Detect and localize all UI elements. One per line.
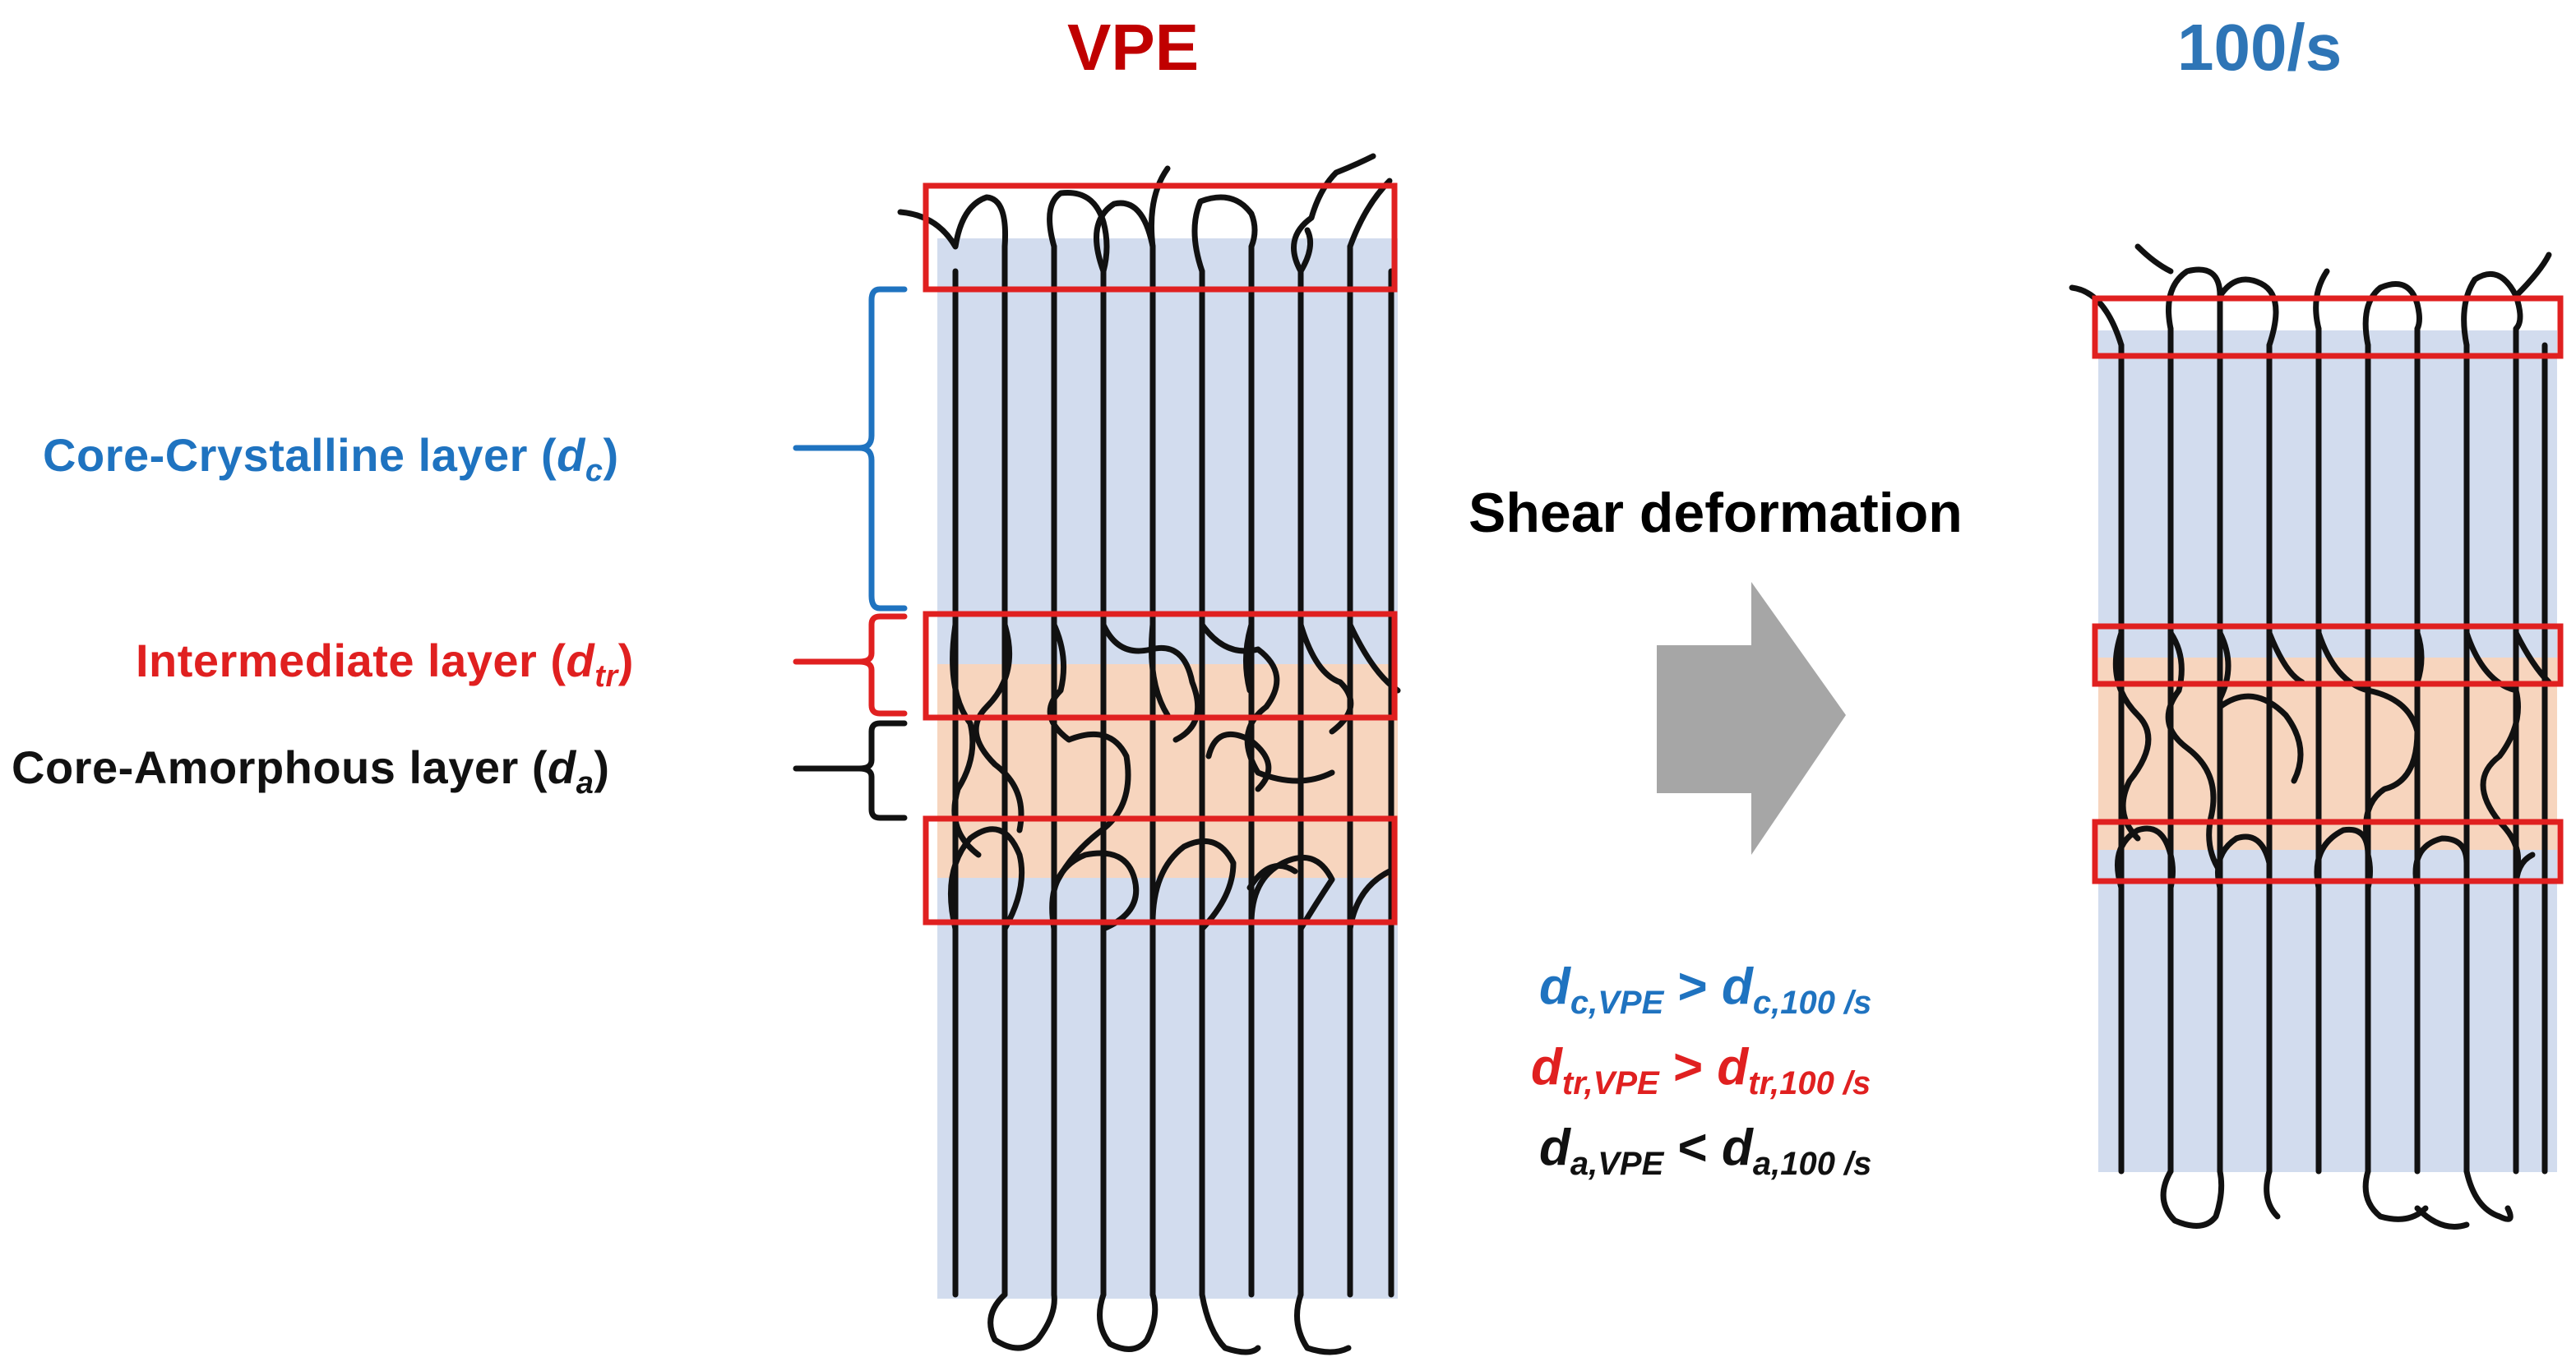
sheared-lower-intermediate-box — [2092, 819, 2564, 884]
sheared-intermediate-box — [2092, 623, 2564, 687]
relation-rhs-sub: c,100 /s — [1752, 985, 1872, 1021]
amorphous-layer-text: Core-Amorphous layer ( — [12, 741, 548, 793]
relation-lhs-var: d — [1539, 1119, 1570, 1176]
vpe-lamella — [897, 153, 1401, 1355]
amorphous-layer-sub: a — [576, 766, 594, 801]
relation-rhs-sub: a,100 /s — [1752, 1146, 1872, 1182]
relation-lhs-sub: c,VPE — [1570, 985, 1664, 1021]
vpe-upper-crystal-region — [937, 238, 1398, 666]
sheared-lamella — [2069, 243, 2564, 1230]
intermediate-thickness-relation: dtr,VPE > dtr,100 /s — [1531, 1039, 1871, 1101]
relation-operator: > — [1672, 1039, 1704, 1096]
sheared-chain-folds — [2069, 243, 2552, 1230]
sheared-lower-crystal-region — [2098, 850, 2557, 1172]
shear-rate-title: 100/s — [2177, 11, 2342, 84]
relation-operator: > — [1677, 958, 1708, 1015]
vpe-top-interface-box — [923, 182, 1398, 293]
relation-rhs-var: d — [1717, 1039, 1749, 1096]
crystalline-layer-text: Core-Crystalline layer ( — [43, 429, 557, 481]
relation-lhs-sub: a,VPE — [1570, 1146, 1664, 1182]
intermediate-layer-var: d — [566, 635, 595, 686]
amorphous-layer-var: d — [548, 741, 576, 793]
amorphous-layer-close: ) — [594, 741, 610, 793]
crystalline-thickness-relation: dc,VPE > dc,100 /s — [1539, 962, 1872, 1021]
crystalline-bracket — [793, 286, 908, 612]
crystalline-layer-sub: c — [585, 454, 604, 489]
crystalline-layer-close: ) — [603, 429, 619, 481]
right-arrow-icon — [1657, 582, 1846, 855]
intermediate-layer-label: Intermediate layer (dtr) — [136, 635, 634, 695]
relation-lhs-var: d — [1531, 1039, 1562, 1096]
relation-lhs-var: d — [1539, 958, 1570, 1015]
relation-rhs-var: d — [1721, 958, 1753, 1015]
relation-lhs-sub: tr,VPE — [1561, 1065, 1659, 1101]
crystalline-layer-var: d — [557, 429, 585, 481]
intermediate-bracket — [793, 613, 908, 717]
crystalline-layer-label: Core-Crystalline layer (dc) — [43, 432, 619, 487]
sheared-upper-crystal-region — [2098, 330, 2557, 659]
amorphous-bracket — [793, 720, 908, 821]
shear-deformation-label: Shear deformation — [1468, 482, 1963, 544]
vpe-title: VPE — [1067, 11, 1200, 84]
intermediate-layer-text: Intermediate layer ( — [136, 635, 567, 686]
vpe-intermediate-box — [923, 611, 1398, 721]
layer-brackets — [793, 286, 908, 821]
vpe-interface-boxes — [923, 182, 1398, 926]
amorphous-layer-label: Core-Amorphous layer (da) — [12, 745, 610, 801]
relation-rhs-var: d — [1721, 1119, 1753, 1176]
vpe-lower-crystal-region — [937, 878, 1398, 1299]
relation-rhs-sub: tr,100 /s — [1748, 1065, 1871, 1101]
vpe-lower-intermediate-box — [923, 815, 1398, 926]
sheared-crystalline-stems — [2118, 325, 2548, 1175]
sheared-interface-boxes — [2092, 295, 2564, 884]
intermediate-layer-close: ) — [617, 635, 634, 686]
sheared-top-interface-box — [2092, 295, 2564, 359]
intermediate-layer-sub: tr — [594, 659, 618, 695]
relation-operator: < — [1677, 1119, 1708, 1176]
amorphous-thickness-relation: da,VPE < da,100 /s — [1539, 1123, 1872, 1182]
vpe-chain-folds — [897, 153, 1401, 1355]
